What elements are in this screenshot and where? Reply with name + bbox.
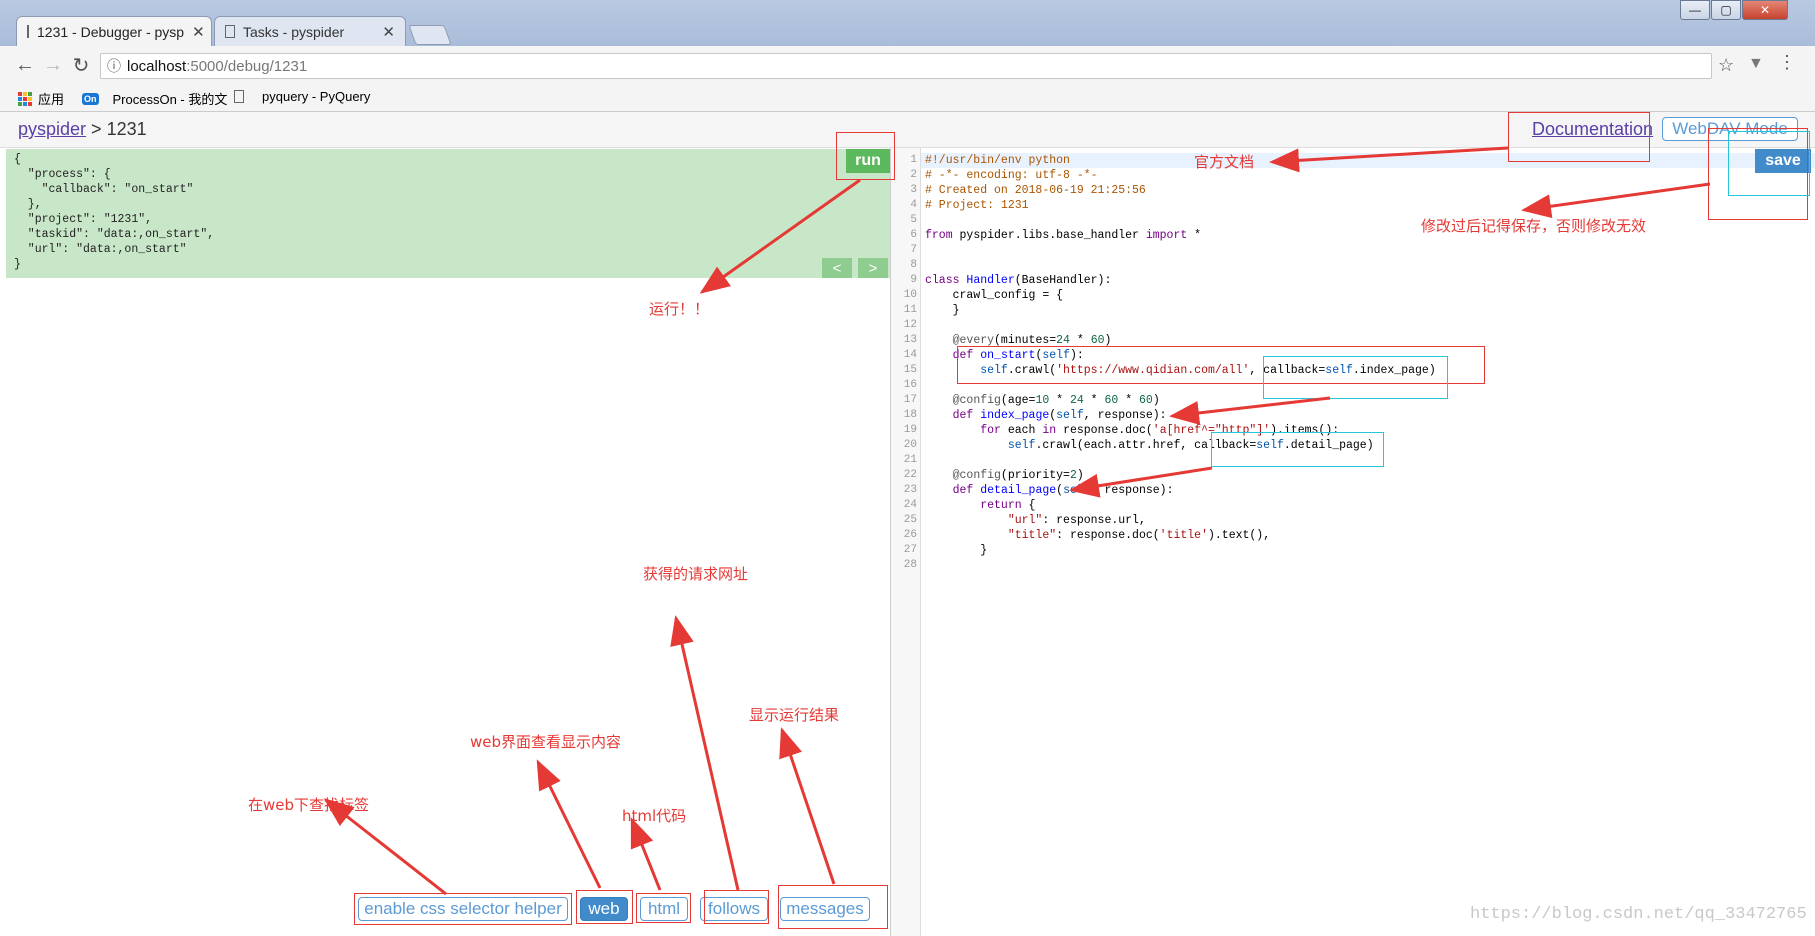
address-path: :5000/debug/1231 — [186, 57, 308, 75]
tab-messages[interactable]: messages — [780, 897, 870, 921]
bookmark-label: pyquery - PyQuery — [262, 89, 371, 104]
page-icon — [225, 25, 235, 38]
next-task-button[interactable]: > — [858, 258, 888, 278]
annotation-box-html — [636, 893, 691, 923]
breadcrumb: pyspider > 1231 — [18, 119, 147, 140]
annotation-box-run — [836, 132, 895, 180]
code-editor[interactable] — [891, 148, 1815, 936]
annotation-box-follows — [704, 890, 769, 924]
minimize-icon[interactable]: — — [1680, 0, 1710, 20]
bookmark-label: 应用 — [38, 92, 65, 107]
extension-icon[interactable]: ▼ — [1748, 55, 1764, 72]
annotation-cyan-callback-detail — [1211, 432, 1384, 467]
address-bar[interactable]: ⓘ localhost :5000/debug/1231 — [100, 53, 1712, 79]
annotation-box-save — [1708, 128, 1808, 220]
annotation-cyan-callback-index — [1263, 356, 1448, 399]
annotation-web: web界面查看显示内容 — [470, 733, 622, 751]
bookmark-star-icon[interactable]: ☆ — [1718, 55, 1735, 75]
annotation-box-css-helper — [354, 893, 572, 925]
annotation-box-web — [576, 890, 633, 924]
bookmark-label: ProcessOn - 我的文 — [112, 92, 228, 107]
tab-web[interactable]: web — [580, 897, 628, 921]
annotation-docs: 官方文档 — [1194, 153, 1255, 171]
save-button[interactable]: save — [1755, 149, 1811, 173]
pane-divider[interactable] — [890, 148, 891, 936]
task-json: { "process": { "callback": "on_start" },… — [14, 153, 215, 271]
processon-icon: On — [82, 92, 99, 105]
tab-title: Tasks - pyspider — [243, 23, 345, 40]
breadcrumb-separator: > — [86, 119, 107, 139]
annotation-follows: 获得的请求网址 — [643, 565, 749, 583]
browser-tab-tasks[interactable]: Tasks - pyspider ✕ — [214, 16, 406, 46]
back-icon[interactable]: ← — [15, 53, 35, 76]
documentation-link[interactable]: Documentation — [1532, 119, 1654, 139]
tab-html[interactable]: html — [640, 897, 688, 921]
maximize-icon[interactable]: ▢ — [1711, 0, 1741, 20]
watermark: https://blog.csdn.net/qq_33472765 — [1470, 905, 1807, 924]
tab-follows[interactable]: follows — [700, 897, 768, 921]
bookmark-pyquery[interactable]: pyquery - PyQuery — [234, 89, 370, 104]
run-button[interactable]: run — [846, 149, 890, 173]
annotation-box-docs — [1508, 112, 1650, 162]
annotation-box-on-start — [957, 346, 1485, 384]
project-name: 1231 — [106, 119, 147, 139]
annotation-cyan-save — [1728, 131, 1810, 196]
info-icon[interactable]: ⓘ — [107, 58, 121, 74]
annotation-css-helper: 在web下查找标签 — [248, 796, 370, 814]
annotation-run: 运行！！ — [649, 300, 710, 318]
close-icon[interactable]: ✕ — [382, 23, 395, 41]
line-numbers: 1 2 3 4 5 6 7 8 9 10 11 12 13 14 15 16 1… — [903, 154, 917, 571]
address-host: localhost — [127, 57, 187, 75]
css-selector-helper-button[interactable]: enable css selector helper — [358, 897, 568, 921]
editor-gutter — [891, 148, 921, 936]
browser-tab-debugger[interactable]: 1231 - Debugger - pysp ✕ — [16, 16, 212, 46]
bookmarks-bar — [0, 86, 1815, 112]
script-code[interactable]: #!/usr/bin/env python # -*- encoding: ut… — [925, 154, 1436, 557]
breadcrumb-home-link[interactable]: pyspider — [18, 119, 87, 139]
annotation-box-messages — [778, 885, 888, 929]
bookmark-processon[interactable]: On ProcessOn - 我的文 — [82, 89, 227, 108]
annotation-messages: 显示运行结果 — [749, 706, 840, 724]
window-close-icon[interactable]: ✕ — [1742, 0, 1788, 20]
browser-menu-icon[interactable]: ⋮ — [1778, 52, 1796, 72]
bookmark-apps[interactable]: 应用 — [18, 89, 64, 108]
prev-task-button[interactable]: < — [822, 258, 852, 278]
reload-icon[interactable]: ↻ — [72, 54, 90, 77]
new-tab-button[interactable] — [408, 25, 452, 45]
forward-icon[interactable]: → — [43, 53, 63, 76]
page-icon — [27, 25, 29, 38]
tab-title: 1231 - Debugger - pysp — [37, 23, 185, 40]
close-icon[interactable]: ✕ — [192, 23, 205, 41]
annotation-save: 修改过后记得保存，否则修改无效 — [1421, 217, 1647, 235]
apps-grid-icon — [18, 91, 32, 106]
annotation-html: html代码 — [622, 807, 687, 825]
page-icon — [234, 90, 244, 103]
page-header — [0, 112, 1815, 148]
